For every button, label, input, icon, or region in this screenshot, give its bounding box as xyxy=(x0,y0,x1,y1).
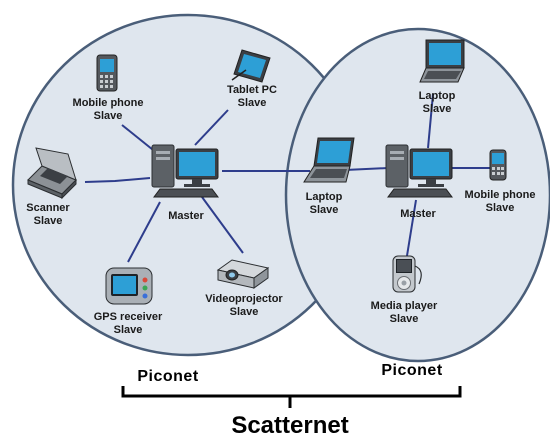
videoprojector-icon xyxy=(216,259,270,289)
tablet-pc-name: Tablet PC xyxy=(227,84,277,96)
mobile-phone-role: Slave xyxy=(93,110,123,122)
scanner-icon xyxy=(27,147,77,200)
mobile-phone-name: Mobile phone xyxy=(72,97,144,109)
link-master-videoprojector xyxy=(201,196,244,254)
scatternet-label: Scatternet xyxy=(231,412,349,439)
link-master2-media-player xyxy=(405,199,417,263)
master-desktop-computer-icon xyxy=(151,144,219,198)
link-master-gps-receiver xyxy=(127,201,161,263)
master2-label: Master xyxy=(400,208,435,221)
gps-receiver-role: Slave xyxy=(113,324,143,336)
connection-links xyxy=(84,93,492,263)
tablet-pc-role: Slave xyxy=(237,97,267,109)
master-name: Master xyxy=(168,210,204,222)
link-master2-laptop xyxy=(427,93,434,149)
media-player-name: Media player xyxy=(370,300,438,312)
bridge-laptop-name: Laptop xyxy=(305,191,343,203)
link-master-scanner xyxy=(84,177,151,183)
right-mobile-phone-label: Mobile phone Slave xyxy=(465,189,536,215)
videoprojector-name: Videoprojector xyxy=(205,293,283,305)
media-player-label: Media player Slave xyxy=(371,300,438,326)
gps-receiver-name: GPS receiver xyxy=(93,311,163,323)
tablet-pc-icon xyxy=(231,49,271,83)
right-laptop-name: Laptop xyxy=(418,90,456,102)
media-player-role: Slave xyxy=(389,313,419,325)
right-laptop-label: Laptop Slave xyxy=(419,90,456,116)
videoprojector-label: Videoprojector Slave xyxy=(205,293,282,319)
master2-name: Master xyxy=(400,208,436,220)
link-master-tablet-pc xyxy=(194,109,229,146)
bridge-laptop-icon xyxy=(303,137,355,183)
right-laptop-icon xyxy=(419,39,465,83)
tablet-pc-label: Tablet PC Slave xyxy=(227,84,277,110)
bridge-laptop-label: Laptop Slave xyxy=(306,191,343,217)
gps-receiver-icon xyxy=(105,267,153,305)
left-piconet-label: Piconet xyxy=(137,368,199,385)
scanner-role: Slave xyxy=(33,215,63,227)
right-piconet-label: Piconet xyxy=(381,362,443,379)
master-label: Master xyxy=(168,210,203,223)
right-mobile-phone-icon xyxy=(489,149,507,181)
master2-desktop-computer-icon xyxy=(385,144,453,198)
mobile-phone-icon xyxy=(96,54,118,92)
mobile-phone-label: Mobile phone Slave xyxy=(73,97,144,123)
right-mobile-phone-name: Mobile phone xyxy=(464,189,536,201)
scanner-name: Scanner xyxy=(26,202,70,214)
link-laptop-bridge-master2 xyxy=(344,167,389,171)
media-player-icon xyxy=(392,255,422,293)
gps-receiver-label: GPS receiver Slave xyxy=(94,311,163,337)
videoprojector-role: Slave xyxy=(229,306,259,318)
bridge-laptop-role: Slave xyxy=(309,204,339,216)
right-laptop-role: Slave xyxy=(422,103,452,115)
right-mobile-phone-role: Slave xyxy=(485,202,515,214)
scanner-label: Scanner Slave xyxy=(26,202,69,228)
scatternet-bracket xyxy=(121,386,462,408)
